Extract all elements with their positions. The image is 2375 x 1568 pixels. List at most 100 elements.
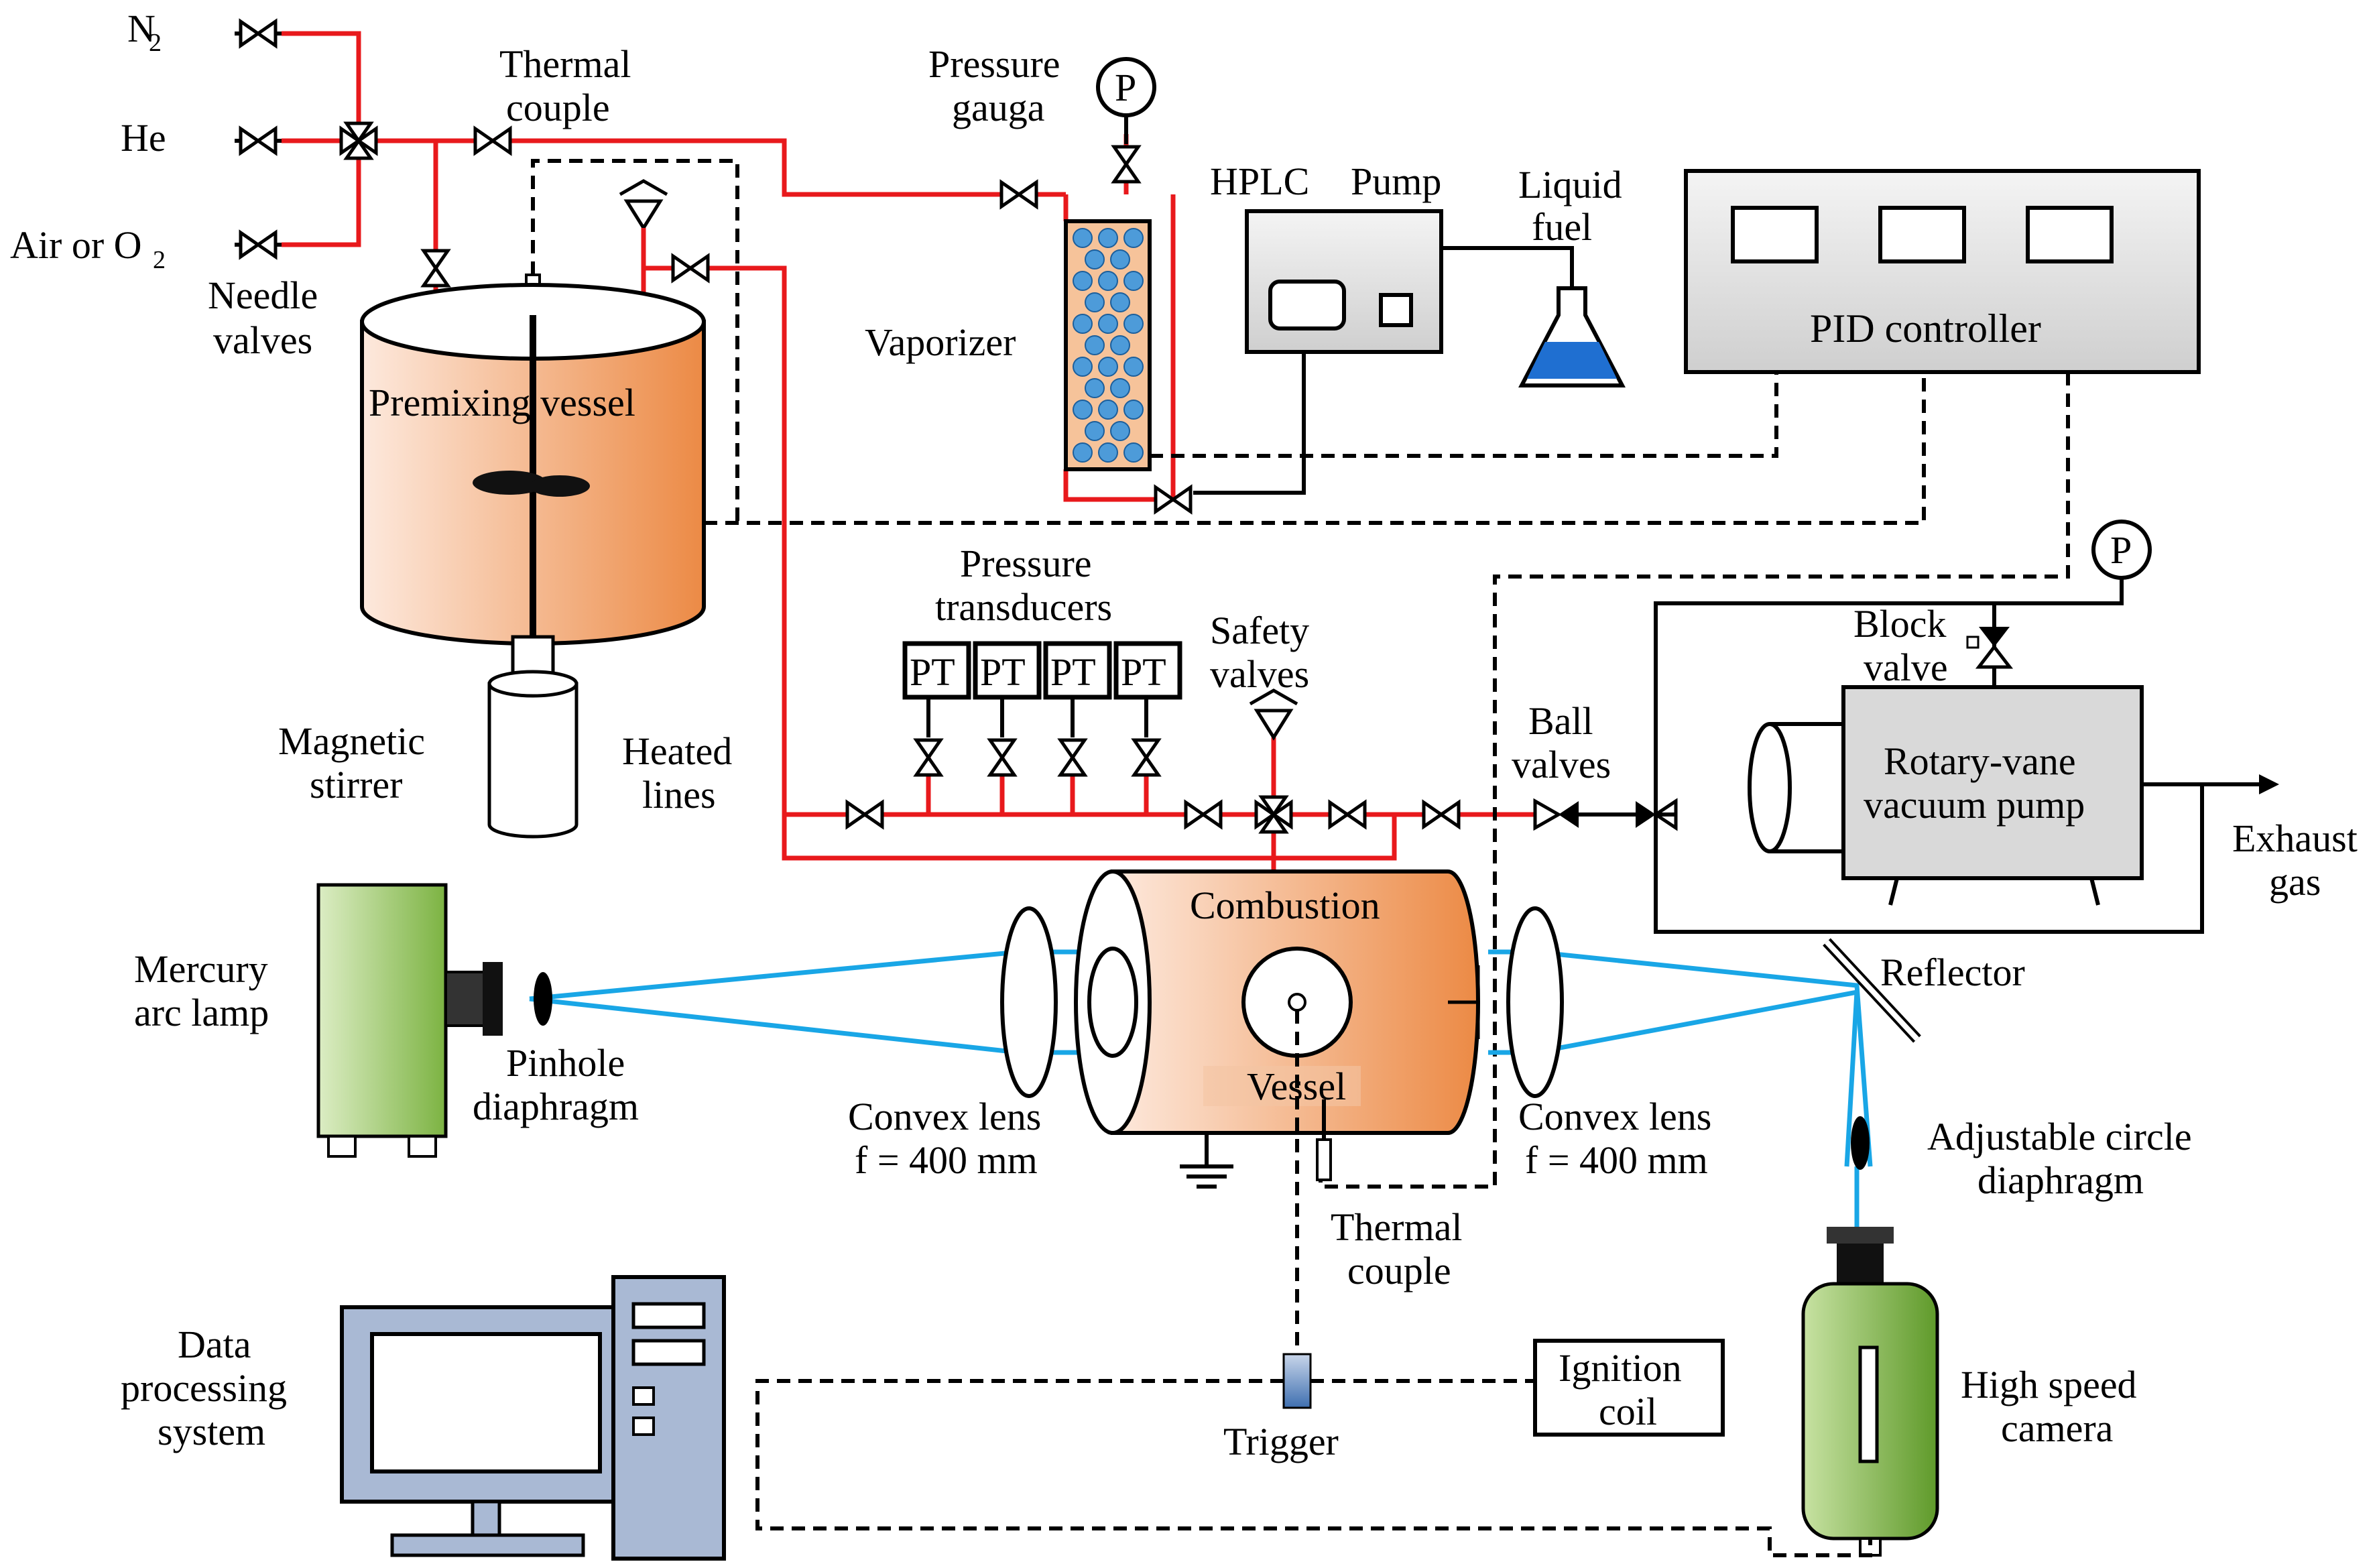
valve-icon [673, 256, 708, 280]
svg-text:coil: coil [1599, 1390, 1657, 1433]
liquid-fuel-flask: Liquid fuel [1518, 163, 1626, 387]
pump-label: Pump [1351, 160, 1441, 203]
valve-icon [990, 740, 1014, 775]
data-processing-computer: Data processing system [121, 1275, 726, 1561]
four-way-valve-icon [1256, 797, 1291, 832]
pressure-gauge-label: Pressure [928, 42, 1060, 86]
valve-icon [475, 129, 510, 153]
vaporizer: Vaporizer [865, 219, 1152, 471]
droplet-icon [1073, 357, 1093, 377]
svg-text:gas: gas [2269, 860, 2321, 904]
droplet-icon [1098, 357, 1118, 377]
droplet-icon [1123, 357, 1144, 377]
high-speed-camera: High speed camera [1801, 1227, 2137, 1557]
thermal-couple-top: Thermal couple [499, 42, 739, 523]
droplet-icon [1085, 421, 1105, 441]
valve-icon [1114, 147, 1138, 182]
gas-sources: N 2 He Air or O 2 [10, 7, 166, 274]
mercury-arc-lamp: Mercury arc lamp [134, 883, 503, 1158]
svg-text:processing: processing [121, 1366, 287, 1410]
droplet-icon [1073, 400, 1093, 420]
svg-text:f = 400 mm: f = 400 mm [1525, 1138, 1708, 1182]
droplet-icon [1098, 314, 1118, 334]
thermal-couple-label: Thermal [499, 42, 631, 86]
mercury-lamp-label: Mercury [134, 947, 268, 991]
safety-valves: Safety valves [1210, 609, 1309, 741]
exhaust-gas-label: Exhaust [2232, 817, 2358, 860]
pressure-transducers-label: Pressure [960, 542, 1092, 585]
svg-text:valve: valve [1864, 646, 1948, 689]
needle-valves-label: Needle [208, 274, 318, 317]
valve-icon [1060, 740, 1085, 775]
valve-icon [241, 129, 276, 153]
svg-text:2: 2 [149, 29, 162, 57]
droplet-icon [1098, 400, 1118, 420]
svg-text:f = 400 mm: f = 400 mm [855, 1138, 1038, 1182]
svg-text:valves: valves [1512, 743, 1611, 786]
valve-icon [1186, 802, 1221, 827]
droplet-icon [1110, 249, 1130, 269]
pid-controller-label: PID controller [1810, 306, 2041, 351]
valve-icon [241, 21, 276, 46]
four-way-valve-icon [341, 123, 376, 158]
liquid-fuel-label: Liquid [1518, 163, 1622, 206]
convex-lens-left-label: Convex lens [848, 1095, 1041, 1138]
droplet-icon [1085, 378, 1105, 398]
svg-text:gauga: gauga [952, 86, 1045, 129]
gauge-icon [2091, 520, 2152, 580]
droplet-icon [1085, 249, 1105, 269]
pinhole-label: Pinhole [506, 1041, 625, 1085]
valve-icon [916, 740, 940, 775]
droplet-icon [1110, 421, 1130, 441]
droplet-icon [1123, 228, 1144, 248]
droplet-icon [1110, 292, 1130, 312]
svg-text:stirrer: stirrer [310, 763, 403, 806]
valve-icon [1424, 802, 1459, 827]
svg-text:2: 2 [153, 246, 166, 274]
droplet-icon [1073, 228, 1093, 248]
svg-text:camera: camera [2001, 1406, 2113, 1450]
svg-text:valves: valves [1210, 652, 1309, 696]
convex-lens-left-icon [1000, 906, 1058, 1098]
combustion-vessel: Combustion Vessel [1074, 869, 1480, 1354]
he-label: He [121, 116, 166, 160]
ball-valves-label: Ball [1528, 699, 1593, 743]
pressure-gauge-top: Pressure gauga P [928, 42, 1156, 144]
pinhole-icon [534, 972, 552, 1026]
camera-label: High speed [1961, 1363, 2137, 1406]
reflector-label: Reflector [1880, 951, 2025, 994]
needle-valves: Needle valves [208, 21, 1191, 511]
magnetic-stirrer-label: Magnetic [278, 719, 425, 763]
hplc-label: HPLC [1210, 160, 1309, 203]
droplet-icon [1098, 271, 1118, 291]
combustion-label: Combustion [1190, 884, 1380, 927]
ignition-coil-label: Ignition [1559, 1346, 1682, 1390]
stirrer-blade-icon [473, 471, 546, 495]
gas-lines [282, 31, 1535, 878]
valve-icon [847, 802, 882, 827]
svg-text:couple: couple [506, 86, 610, 129]
droplet-icon [1098, 228, 1118, 248]
heated-lines-label: Heated [622, 729, 732, 773]
trigger-label: Trigger [1223, 1420, 1339, 1463]
pt-label: PT [910, 650, 955, 694]
droplet-icon [1085, 335, 1105, 355]
convex-lens-right-icon [1506, 906, 1564, 1098]
thermal-couple-bottom-label: Thermal [1331, 1205, 1462, 1249]
n2-label: N [127, 7, 156, 50]
svg-text:vacuum pump: vacuum pump [1864, 783, 2085, 827]
svg-text:arc lamp: arc lamp [134, 991, 269, 1034]
block-valve-label: Block [1853, 602, 1947, 646]
svg-text:diaphragm: diaphragm [473, 1085, 639, 1128]
svg-text:valves: valves [213, 318, 312, 362]
valve-icon [1001, 182, 1036, 206]
vacuum-pump-system: P Block valve Rotary-vane vacuum pump Ex… [1654, 520, 2358, 934]
droplet-icon [1123, 442, 1144, 463]
pt-label: PT [980, 650, 1026, 694]
svg-text:transducers: transducers [935, 585, 1112, 629]
hplc-pump: HPLC Pump [1193, 160, 1574, 495]
valve-icon [241, 233, 276, 257]
ball-valves: Ball valves [1512, 699, 1678, 838]
convex-lens-right-label: Convex lens [1518, 1095, 1711, 1138]
